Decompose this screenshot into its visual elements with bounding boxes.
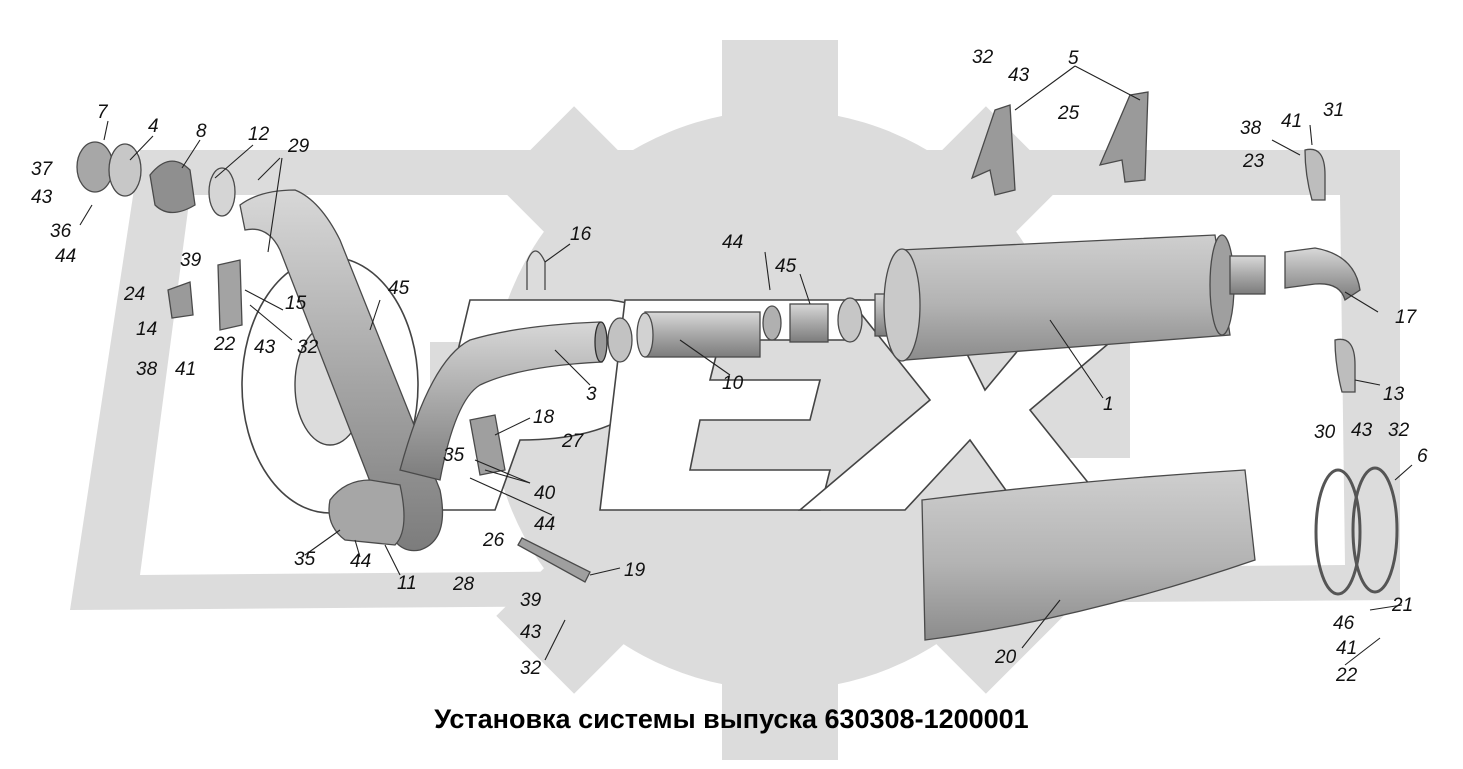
callout-15: 15 [285,293,307,314]
callout-23: 22 [213,334,236,355]
part-5-bracket-left [970,104,1016,196]
callout-1: 1 [1103,394,1114,415]
callout-19: 19 [624,560,646,581]
callout-24: 23 [1242,151,1265,172]
part-front-flange-group [76,141,236,217]
callout-31: 30 [1314,422,1336,443]
callout-43: 45 [388,278,410,299]
part-muffler-clamp [837,297,863,343]
part-45-sleeve [789,303,829,343]
callout-41-b: 43 [254,337,276,358]
callout-3: 3 [586,384,597,405]
callout-41-d: 43 [520,622,542,643]
watermark-logo [70,40,1400,760]
part-16-tail-pipe [1284,247,1361,302]
callout-20: 20 [994,647,1017,668]
callout-38-b: 39 [520,590,542,611]
callout-33-b: 32 [972,47,994,68]
callout-36: 37 [31,159,54,180]
part-19-plate [517,537,591,583]
part-clamp-half-upper [1304,148,1326,201]
callout-22: 22 [1335,665,1358,686]
callout-18: 18 [533,407,555,428]
callout-38-a: 39 [180,250,202,271]
part-6-clamp-straps [1314,466,1399,596]
callout-42-c: 44 [350,551,371,572]
callout-25: 24 [123,284,145,305]
part-3-pipe-end [594,321,608,363]
callout-37-b: 38 [1240,118,1262,139]
callout-35: 36 [50,221,72,242]
part-15-bracket [217,259,243,331]
callout-6: 6 [1417,446,1428,467]
callout-40-b: 41 [1281,111,1302,132]
callout-40-a: 41 [175,359,196,380]
callout-7: 10 [722,373,744,394]
callout-34-b: 35 [294,549,316,570]
callout-44: 44 [722,232,743,253]
part-18-bracket [469,414,506,476]
callout-33-d: 32 [1388,420,1410,441]
callout-21: 21 [1391,595,1413,616]
callout-42-a: 44 [55,246,76,267]
callout-37-a: 38 [136,359,158,380]
callout-42-b: 44 [534,514,555,535]
callout-8: 8 [196,121,207,142]
callout-40-c: 41 [1336,638,1357,659]
part-44-clamp [762,305,782,341]
diagram-caption: Установка системы выпуска 630308-1200001 [434,704,1029,734]
callout-33-a: 32 [297,337,319,358]
part-5-bracket-right [1098,91,1149,183]
callout-45: 45 [775,256,797,277]
callout-41-c: 43 [1008,65,1030,86]
callout-33-c: 32 [520,658,542,679]
part-7-pipe-end [636,312,654,358]
callout-4: 4 [148,116,159,137]
part-11-flange [328,479,405,546]
part-7-straight-pipe [644,311,761,358]
callout-34-a: 35 [443,445,465,466]
callout-16: 17 [1395,307,1418,328]
callout-17: 16 [570,224,592,245]
part-20-heat-shield [921,469,1256,641]
part-43-downpipe [239,189,444,552]
part-13-clamp-half [1334,338,1356,393]
callout-5: 5 [1068,48,1079,69]
callout-30: 29 [287,136,310,157]
callout-26: 25 [1057,103,1080,124]
callout-12: 12 [248,124,270,145]
part-1-muffler [874,234,1266,362]
exhaust-parts [76,91,1399,641]
callout-29: 28 [452,574,475,595]
callout-11: 11 [397,573,417,594]
callout-10: 7 [97,102,109,123]
leader-lines [79,65,1413,666]
part-clamp-ring [607,317,633,363]
callout-41-e: 43 [1351,420,1373,441]
callout-13: 13 [1383,384,1405,405]
callout-39: 40 [534,483,556,504]
callout-32: 31 [1323,100,1344,121]
callout-41-a: 43 [31,187,53,208]
callout-labels: 7 4 8 12 29 37 43 36 44 39 24 14 15 22 4… [31,47,1428,686]
callout-27: 26 [482,530,505,551]
callout-14: 14 [136,319,157,340]
callout-28: 27 [561,431,585,452]
part-14-bracket [167,281,194,319]
callout-46: 46 [1333,613,1355,634]
